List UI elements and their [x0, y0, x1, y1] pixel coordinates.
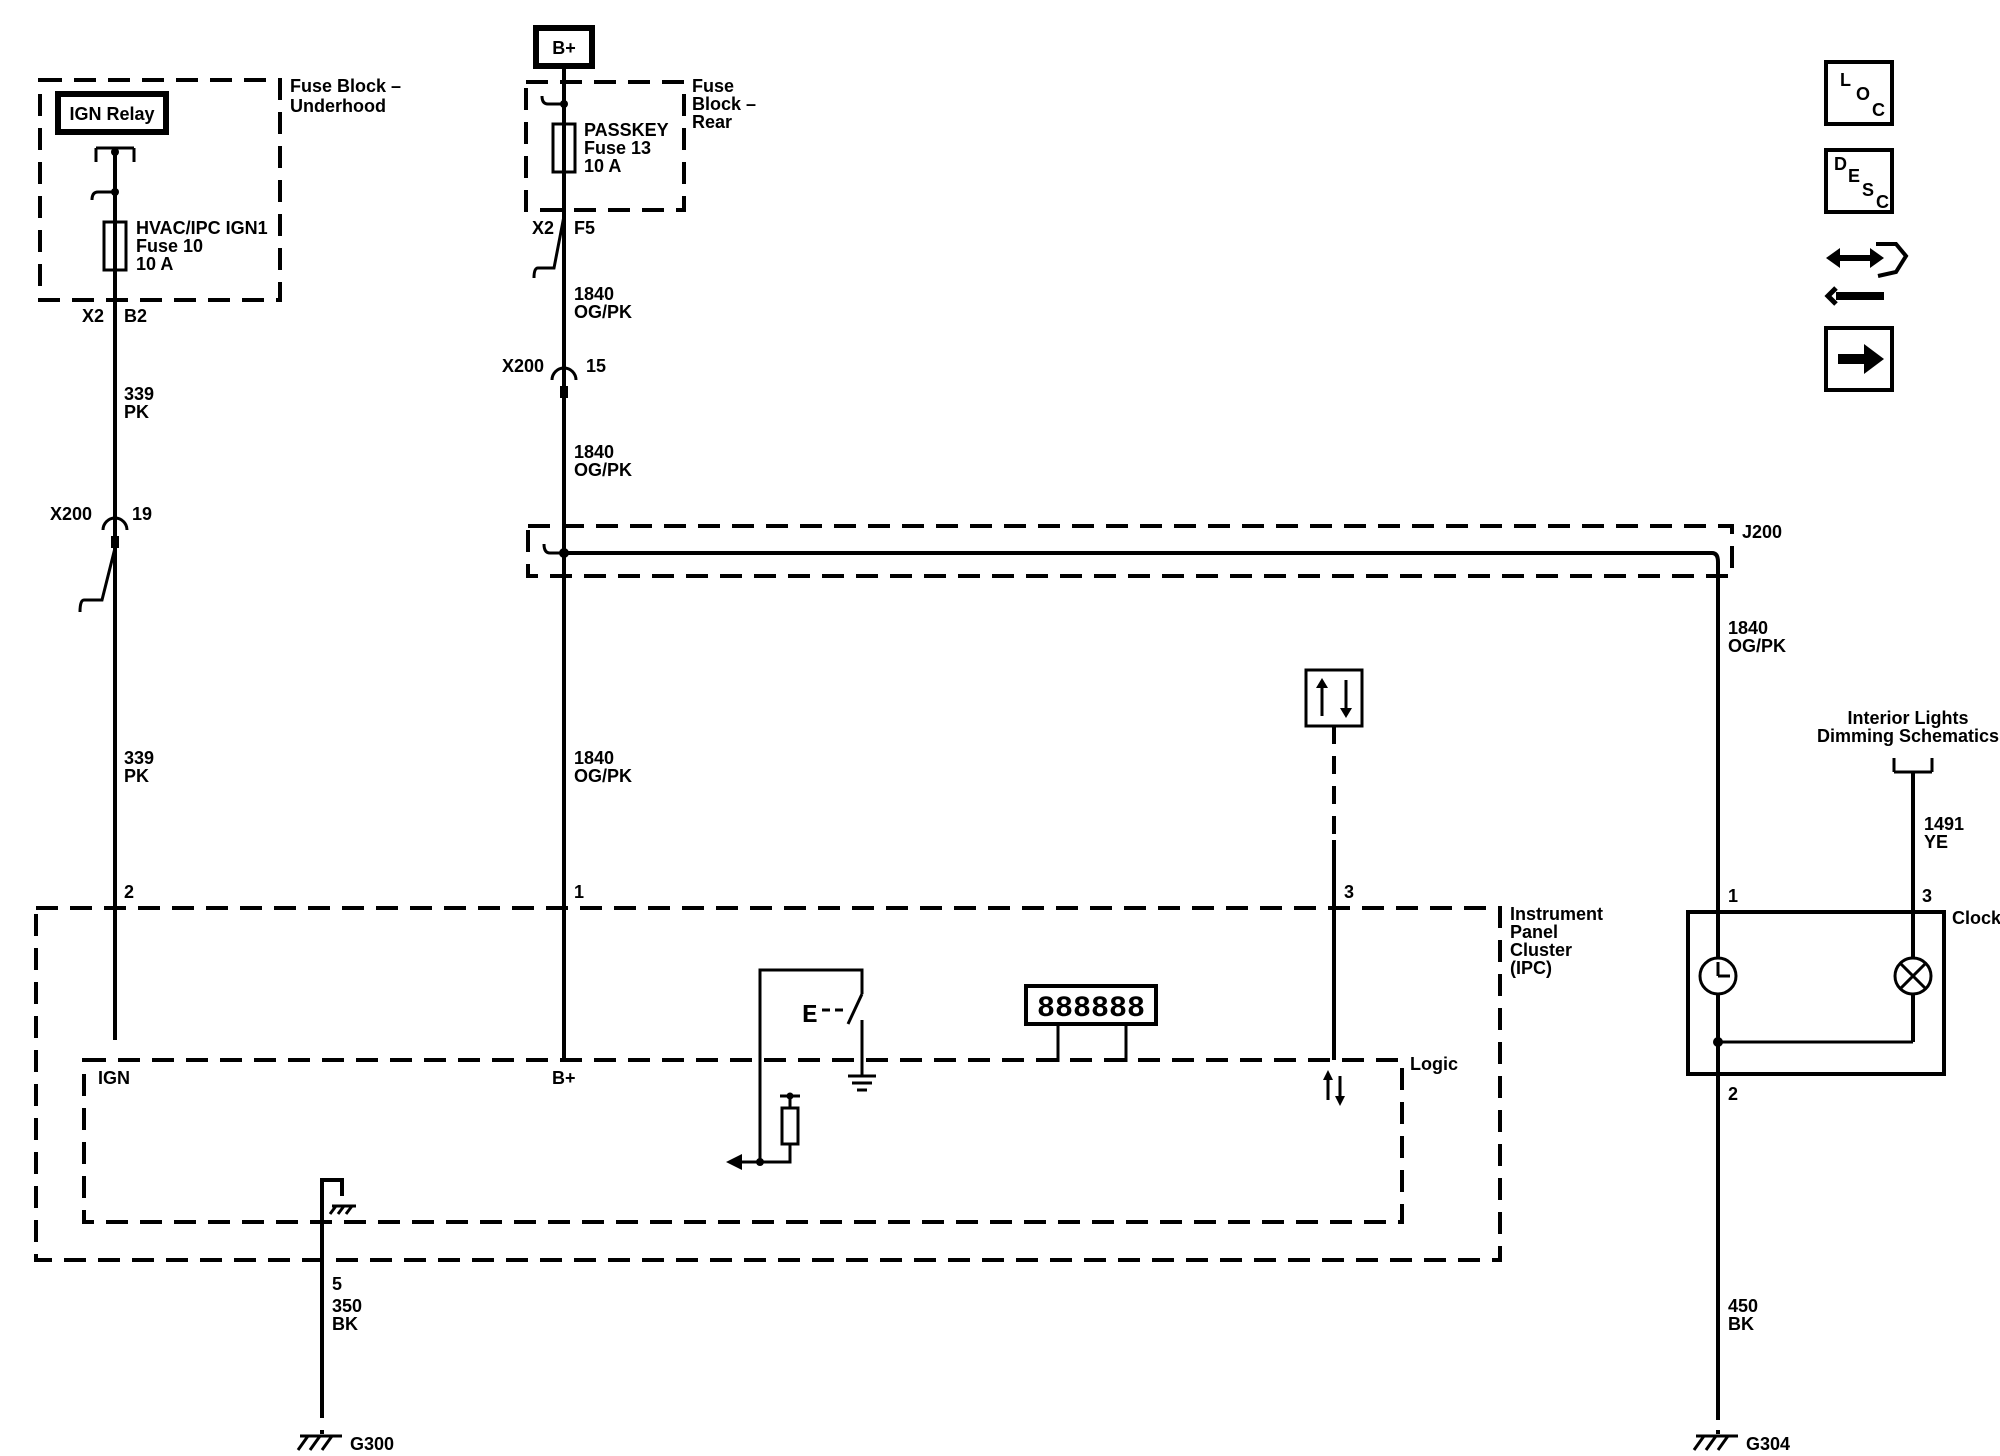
clock-pin-3: 3 — [1922, 886, 1932, 906]
connector-x2: X2 — [82, 306, 104, 326]
fuse-block-underhood-label: Fuse Block – — [290, 76, 401, 96]
inline-terminal-icon-2 — [532, 215, 566, 279]
fuse-passkey-line3: 10 A — [584, 156, 621, 176]
clock-face-icon — [1698, 956, 1738, 996]
ground-g300-label: G300 — [350, 1434, 394, 1454]
terminal-icon-2 — [540, 95, 564, 106]
battery-box: B+ — [533, 25, 595, 69]
loc-letter-l: L — [1840, 70, 1851, 90]
pin-b2: B2 — [124, 306, 147, 326]
interior-lights-connector-icon — [1892, 758, 1934, 774]
desc-icon[interactable]: D E S C — [1824, 148, 1894, 214]
output-resistor-icon — [726, 1092, 800, 1170]
loc-letter-o: O — [1856, 84, 1870, 104]
wire-339-color: PK — [124, 402, 149, 422]
desc-letter-c: C — [1876, 192, 1889, 212]
wire-339b-color: PK — [124, 766, 149, 786]
wire-1840a-circuit: 1840 — [574, 284, 614, 304]
x200-15-pin: 15 — [586, 356, 606, 376]
connector-x2-rear: X2 — [532, 218, 554, 238]
loc-letter-c: C — [1872, 100, 1885, 120]
ground-g304-label: G304 — [1746, 1434, 1790, 1454]
interior-lights-line2: Dimming Schematics — [1817, 726, 1999, 746]
serial-data-icon — [1304, 668, 1364, 728]
logic-outline — [82, 1058, 1404, 1224]
interior-lights-line1: Interior Lights — [1848, 708, 1969, 728]
desc-letter-s: S — [1862, 180, 1874, 200]
wire-1840a-color: OG/PK — [574, 302, 632, 322]
ipc-label-1: Instrument — [1510, 904, 1603, 924]
x200-19-connector-icon — [101, 516, 129, 531]
fuse-block-rear-outline — [524, 80, 686, 212]
inline-terminal-icon — [78, 547, 117, 613]
fuse-passkey-line2: Fuse 13 — [584, 138, 651, 158]
wire-350-circuit: 350 — [332, 1296, 362, 1316]
wire-1840c-circuit: 1840 — [1728, 618, 1768, 638]
wire-1840b-color: OG/PK — [574, 460, 632, 480]
x200-19-label: X200 — [50, 504, 92, 524]
wire-450-circuit: 450 — [1728, 1296, 1758, 1316]
wire-1840c-color: OG/PK — [1728, 636, 1786, 656]
e-switch-label: E — [802, 1000, 818, 1030]
fuse-block-rear-label-3: Rear — [692, 112, 732, 132]
e-switch-icon: E — [758, 968, 876, 1162]
wire-450-color: BK — [1728, 1314, 1754, 1334]
ipc-label-2: Panel — [1510, 922, 1558, 942]
ipc-pin-2: 2 — [124, 882, 134, 902]
loc-icon[interactable]: L O C — [1824, 60, 1894, 126]
ipc-pin-1: 1 — [574, 882, 584, 902]
fuse-block-underhood-label-2: Underhood — [290, 96, 386, 116]
clock-label: Clock — [1952, 908, 2000, 928]
ign-relay-box: IGN Relay — [55, 91, 169, 135]
pin-f5: F5 — [574, 218, 595, 238]
clock-pin-1: 1 — [1728, 886, 1738, 906]
splice-j200-label: J200 — [1742, 522, 1782, 542]
fuse-passkey-line1: PASSKEY — [584, 120, 669, 140]
fuse-block-rear-label-2: Block – — [692, 94, 756, 114]
wire-1840b-circuit: 1840 — [574, 442, 614, 462]
clock-outline — [1686, 910, 1946, 1076]
wire-1491-circuit: 1491 — [1924, 814, 1964, 834]
lamp-icon — [1893, 956, 1933, 996]
x200-15-connector-icon — [550, 366, 578, 381]
fuse-ign-line3: 10 A — [136, 254, 173, 274]
ipc-bplus-label: B+ — [552, 1068, 576, 1088]
digital-display-icon: 888888 — [1024, 984, 1158, 1062]
ground-g304-icon — [1692, 1434, 1738, 1451]
ground-g300-icon — [296, 1434, 342, 1451]
digital-display-text: 888888 — [1037, 992, 1145, 1026]
fuse-ign-line1: HVAC/IPC IGN1 — [136, 218, 268, 238]
splice-j200-outline — [526, 524, 1734, 578]
ipc-ign-label: IGN — [98, 1068, 130, 1088]
x200-15-label: X200 — [502, 356, 544, 376]
logic-label: Logic — [1410, 1054, 1458, 1074]
wire-1840d-color: OG/PK — [574, 766, 632, 786]
ipc-pin-3: 3 — [1344, 882, 1354, 902]
fuse-block-underhood-outline — [38, 78, 282, 302]
battery-label: B+ — [552, 38, 576, 58]
next-arrow-icon[interactable] — [1824, 326, 1894, 392]
fuse-ign-line2: Fuse 10 — [136, 236, 203, 256]
terminal-icon — [90, 190, 115, 201]
ipc-label-3: Cluster — [1510, 940, 1572, 960]
wire-1491-color: YE — [1924, 832, 1948, 852]
wire-339b-circuit: 339 — [124, 748, 154, 768]
desc-letter-d: D — [1834, 154, 1847, 174]
fuse-block-rear-label: Fuse — [692, 76, 734, 96]
connector-end-view-icon[interactable] — [1824, 242, 1909, 306]
ign-relay-label: IGN Relay — [69, 104, 154, 124]
clock-pin-2: 2 — [1728, 1084, 1738, 1104]
x200-19-pin: 19 — [132, 504, 152, 524]
wire-350-color: BK — [332, 1314, 358, 1334]
wire-1840d-circuit: 1840 — [574, 748, 614, 768]
ipc-ground-icon — [320, 1178, 356, 1400]
ipc-label-4: (IPC) — [1510, 958, 1552, 978]
ipc-outline — [34, 906, 1502, 1262]
ipc-pin-5: 5 — [332, 1274, 342, 1294]
desc-letter-e: E — [1848, 166, 1860, 186]
logic-data-arrows-icon — [1323, 1070, 1345, 1106]
wire-339-circuit: 339 — [124, 384, 154, 404]
